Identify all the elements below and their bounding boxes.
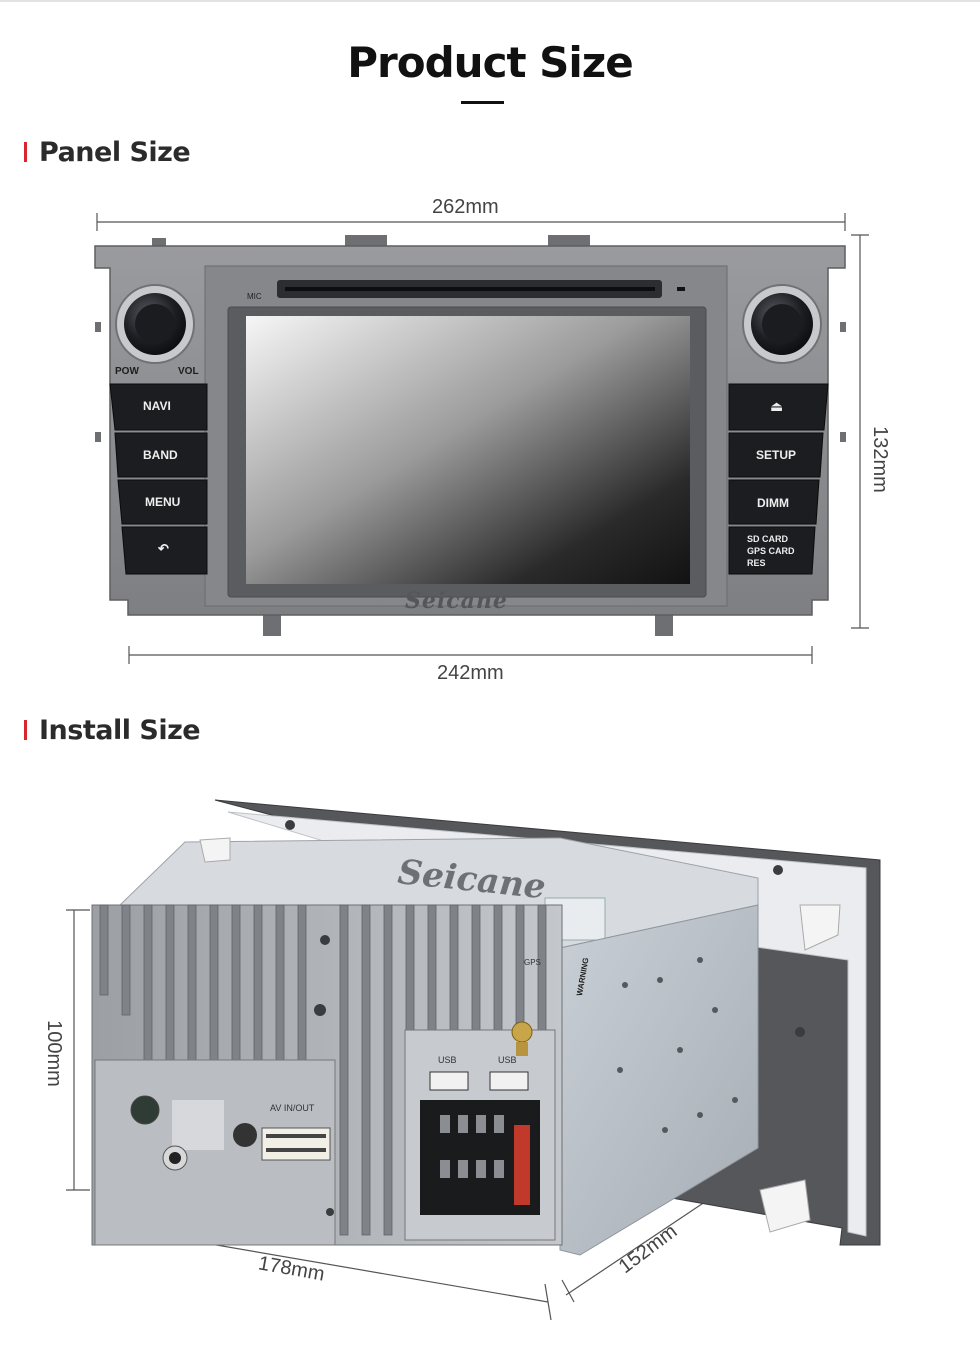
res-label: RES [747,558,766,568]
phone-hangup-button[interactable]: ↶ [158,541,169,556]
usb-port-1-label: USB [438,1055,457,1065]
install-size-heading: Install Size [24,714,201,746]
top-rule [0,0,980,2]
dimension-lines [96,213,869,664]
install-height-label: 100mm [42,1020,65,1087]
pow-label: POW [115,366,139,377]
band-button[interactable]: BAND [143,448,178,462]
dimm-button[interactable]: DIMM [757,496,789,510]
av-in-out-label: AV IN/OUT [270,1103,315,1113]
panel-size-heading: Panel Size [24,136,191,168]
card-slot-labels: SD CARD GPS CARD RES [747,533,795,569]
usb-port-2-label: USB [498,1055,517,1065]
eject-button[interactable]: ⏏ [770,398,784,414]
mounting-tabs [95,235,846,636]
mic-label: MIC [247,292,262,301]
panel-size-heading-text: Panel Size [39,136,191,168]
gps-card-label: GPS CARD [747,546,795,556]
title-underline [461,101,504,104]
panel-width-top-label: 262mm [432,196,499,218]
setup-button[interactable]: SETUP [756,448,797,462]
right-button-group [728,383,829,575]
gps-label: GPS [524,958,541,967]
vol-label: VOL [178,366,199,377]
heading-accent-bar [24,720,27,740]
heading-accent-bar [24,142,27,162]
install-size-heading-text: Install Size [39,714,201,746]
left-button-group [109,383,208,575]
menu-button[interactable]: MENU [145,495,181,509]
front-panel-illustration [94,213,869,664]
front-brand-logo: Seicane [405,588,508,614]
page-title: Product Size [347,38,634,87]
panel-width-bottom-label: 242mm [437,662,504,684]
navi-button[interactable]: NAVI [143,399,171,413]
sd-card-label: SD CARD [747,534,789,544]
